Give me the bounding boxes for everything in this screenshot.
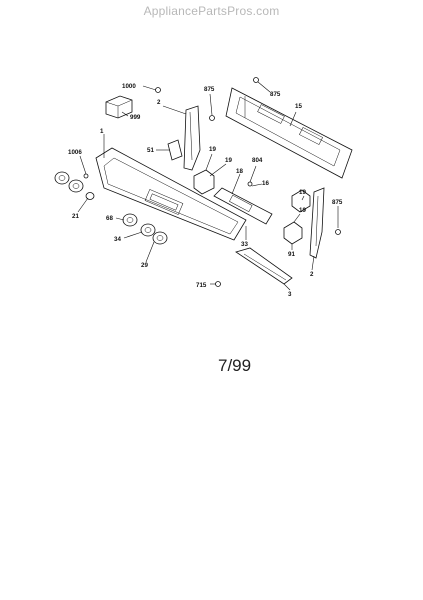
callout-label: 68 [106, 215, 113, 222]
callout-label: 2 [310, 271, 314, 278]
callout-label: 804 [252, 157, 263, 164]
control-panel-part [95, 147, 247, 241]
bracket-part [167, 139, 183, 161]
callout-label: 999 [130, 114, 141, 121]
callout-label: 33 [241, 241, 248, 248]
callout-label: 1 [100, 128, 104, 135]
callout-label: 3 [288, 291, 292, 298]
switch-parts [193, 169, 311, 245]
callout-label: 875 [270, 91, 281, 98]
callout-label: 875 [332, 199, 343, 206]
callout-label: 715 [196, 282, 207, 289]
callout-label: 16 [262, 180, 269, 187]
callout-label: 19 [299, 207, 306, 214]
watermark-text: AppliancePartsPros.com [143, 4, 280, 18]
callout-label: 51 [147, 147, 154, 154]
right-end-cap-part [309, 187, 325, 259]
trim-strip-part [235, 247, 293, 285]
callout-label: 18 [236, 168, 243, 175]
callout-label: 34 [114, 236, 121, 243]
callout-label: 1006 [68, 149, 82, 156]
callout-label: 19 [225, 157, 232, 164]
callout-label: 15 [295, 103, 302, 110]
left-end-cap-part [183, 105, 201, 171]
callout-label: 875 [204, 86, 215, 93]
knob-parts [54, 171, 168, 245]
callout-label: 91 [288, 251, 295, 258]
callout-labels: 1000 2 875 875 15 999 1 51 19 19 804 18 … [68, 83, 343, 298]
back-panel-part [225, 87, 353, 179]
leader-lines [77, 81, 339, 291]
block-part [105, 95, 133, 119]
display-board-part [213, 187, 273, 225]
callout-label: 2 [157, 99, 161, 106]
date-code: 7/99 [218, 356, 252, 375]
callout-label: 21 [72, 213, 79, 220]
callout-label: 19 [209, 146, 216, 153]
callout-label: 29 [141, 262, 148, 269]
callout-label: 1000 [122, 83, 136, 90]
callout-label: 19 [299, 189, 306, 196]
